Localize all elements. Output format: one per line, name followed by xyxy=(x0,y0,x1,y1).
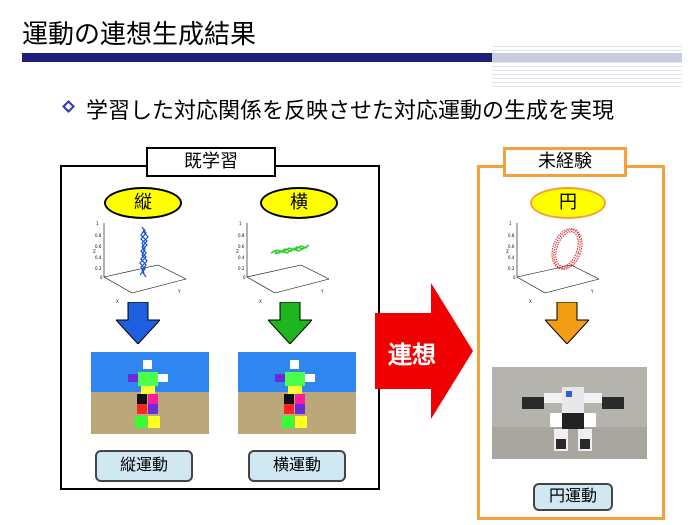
learned-frame xyxy=(60,165,380,490)
circle-motion-robot-photo xyxy=(492,367,647,459)
svg-text:0.4: 0.4 xyxy=(238,255,245,260)
down-arrow-orange-icon xyxy=(545,302,589,344)
learned-tag: 既学習 xyxy=(146,147,276,177)
svg-text:0.6: 0.6 xyxy=(95,244,102,249)
svg-text:X: X xyxy=(529,299,532,304)
svg-text:0.4: 0.4 xyxy=(508,255,515,260)
header-band xyxy=(492,53,682,62)
horizontal-motion-simulation-image xyxy=(238,352,356,434)
diamond-bullet-icon xyxy=(62,100,75,113)
svg-text:0: 0 xyxy=(100,275,103,280)
svg-text:Y: Y xyxy=(320,289,324,294)
circle-oval: 円 xyxy=(530,187,606,219)
down-arrow-blue-icon xyxy=(116,302,160,344)
circle-motion-button[interactable]: 円運動 xyxy=(533,483,613,511)
horizontal-trajectory-plot: 1 0.8 0.6 0.4 0.2 0 X Y Z xyxy=(236,221,330,304)
svg-text:X: X xyxy=(116,299,119,304)
svg-text:0: 0 xyxy=(243,275,246,280)
svg-text:0.8: 0.8 xyxy=(95,233,102,238)
svg-text:0.6: 0.6 xyxy=(508,244,515,249)
svg-text:0.2: 0.2 xyxy=(238,266,245,271)
association-arrow-icon xyxy=(375,283,473,419)
vertical-motion-simulation-image xyxy=(91,352,209,434)
svg-text:1: 1 xyxy=(96,221,99,226)
page-title: 運動の連想生成結果 xyxy=(22,20,257,50)
svg-text:0.2: 0.2 xyxy=(95,266,102,271)
vertical-motion-button[interactable]: 縦運動 xyxy=(95,450,193,482)
vertical-trajectory-plot: 1 0.8 0.6 0.4 0.2 0 X Y Z xyxy=(93,221,187,304)
svg-text:1: 1 xyxy=(509,221,512,226)
svg-text:1: 1 xyxy=(239,221,242,226)
svg-text:0: 0 xyxy=(513,275,516,280)
vertical-oval: 縦 xyxy=(104,187,182,219)
svg-text:Z: Z xyxy=(93,249,96,254)
title-underline xyxy=(22,53,492,62)
horizontal-motion-button[interactable]: 横運動 xyxy=(248,450,346,482)
circle-trajectory-plot: 1 0.8 0.6 0.4 0.2 0 X Y Z xyxy=(506,221,600,304)
svg-text:0.8: 0.8 xyxy=(508,233,515,238)
svg-text:Y: Y xyxy=(590,289,594,294)
svg-text:Z: Z xyxy=(236,249,239,254)
association-label: 連想 xyxy=(388,341,436,369)
svg-text:X: X xyxy=(259,299,262,304)
svg-text:Z: Z xyxy=(506,249,509,254)
down-arrow-green-icon xyxy=(268,302,312,344)
svg-text:0.2: 0.2 xyxy=(508,266,515,271)
svg-text:0.4: 0.4 xyxy=(95,255,102,260)
horizontal-oval: 横 xyxy=(260,187,338,219)
unseen-tag: 未経験 xyxy=(503,147,627,177)
svg-text:Y: Y xyxy=(177,289,181,294)
bullet-text: 学習した対応関係を反映させた対応運動の生成を実現 xyxy=(86,99,615,124)
svg-text:0.6: 0.6 xyxy=(238,244,245,249)
svg-text:0.8: 0.8 xyxy=(238,233,245,238)
